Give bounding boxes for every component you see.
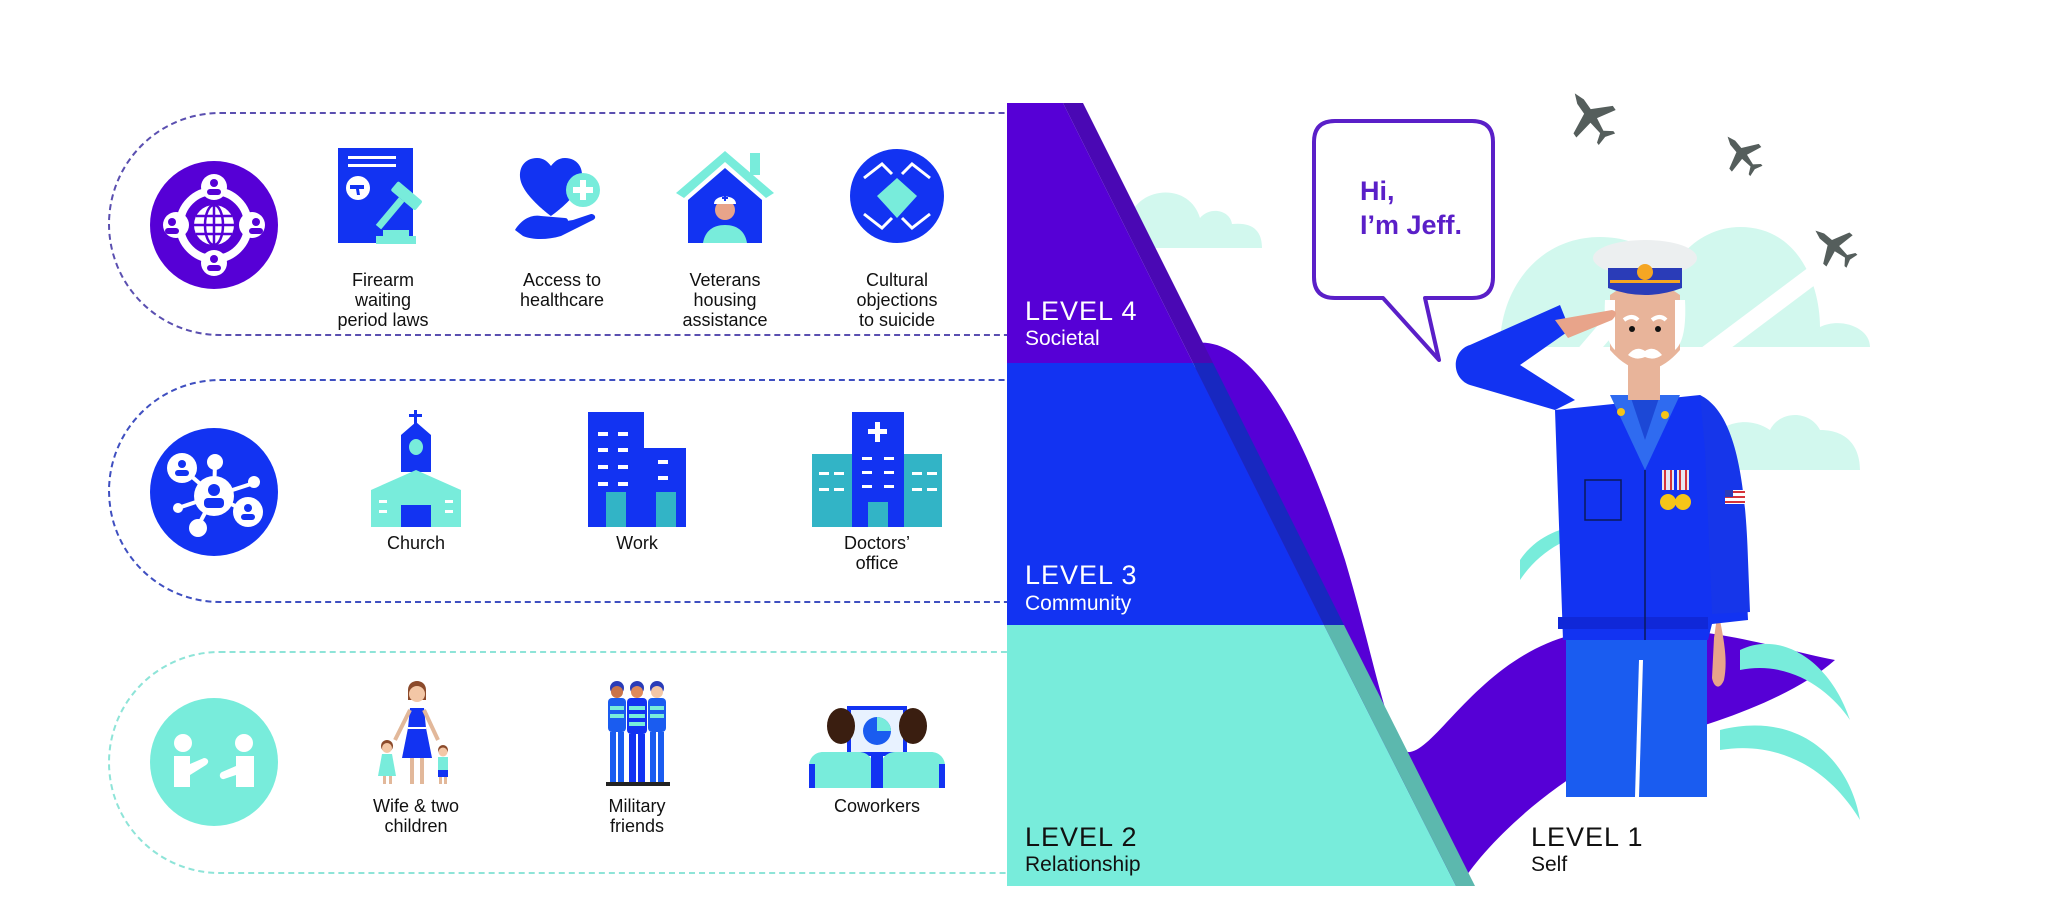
globe-network-icon	[150, 161, 278, 289]
level-1-name: Self	[1531, 853, 1568, 876]
row-item: Wife & two children	[331, 678, 501, 836]
community-row-frame	[108, 379, 1018, 603]
level-4-band	[1007, 103, 1193, 363]
level-3-stripe	[1193, 363, 1344, 625]
item-label: Church	[386, 533, 446, 553]
people-network-icon	[150, 428, 278, 556]
level-2-name: Relationship	[1025, 853, 1141, 876]
row-item: Work	[552, 410, 722, 553]
row-item: Church	[331, 410, 501, 553]
heart-hand-plus-icon	[507, 148, 617, 258]
gavel-document-icon	[328, 148, 438, 258]
level-3-name: Community	[1025, 592, 1132, 615]
item-label: Cultural objections to suicide	[856, 270, 938, 330]
level-4-name: Societal	[1025, 327, 1100, 350]
office-building-icon	[582, 410, 692, 527]
level-2-band	[1007, 625, 1456, 886]
row-item: Doctors’ office	[792, 410, 962, 573]
row-item: Coworkers	[792, 678, 962, 816]
item-label: Doctors’ office	[843, 533, 910, 573]
level-4-stripe	[1063, 103, 1213, 363]
speech-bubble-text: Hi, I’m Jeff.	[1360, 174, 1462, 242]
item-label: Coworkers	[833, 796, 921, 816]
relationship-row-frame	[108, 651, 1018, 874]
item-label: Wife & two children	[372, 796, 460, 836]
item-label: Firearm waiting period laws	[337, 270, 429, 330]
bubble-line-2: I’m Jeff.	[1360, 210, 1463, 240]
row-item: Access to healthcare	[477, 148, 647, 310]
item-label: Veterans housing assistance	[682, 270, 768, 330]
level-3-band	[1007, 363, 1324, 625]
row-item: Firearm waiting period laws	[298, 148, 468, 330]
bubble-line-1: Hi,	[1360, 176, 1395, 206]
church-icon	[361, 410, 471, 527]
coworkers-icon	[807, 678, 947, 788]
house-nurse-icon	[670, 148, 780, 258]
fighter-jet-icon	[1727, 136, 1763, 177]
fighter-jet-icon	[1573, 93, 1616, 146]
family-icon	[361, 678, 471, 788]
fighter-jet-icon	[1815, 230, 1858, 268]
speech-bubble	[1312, 119, 1495, 362]
jeff-veteran-figure	[1455, 240, 1750, 798]
level-1-title: LEVEL 1	[1531, 822, 1644, 852]
row-item: Military friends	[552, 678, 722, 836]
level-4-title: LEVEL 4	[1025, 296, 1138, 326]
societal-row-frame	[108, 112, 1018, 336]
item-label: Access to healthcare	[519, 270, 605, 310]
hospital-icon	[812, 410, 942, 527]
level-3-title: LEVEL 3	[1025, 560, 1138, 590]
level-2-stripe	[1324, 625, 1475, 886]
row-item: Veterans housing assistance	[640, 148, 810, 330]
row-item: Cultural objections to suicide	[812, 148, 982, 330]
soldiers-icon	[582, 678, 692, 788]
hands-heart-circle-icon	[842, 148, 952, 258]
two-people-handshake-icon	[150, 698, 278, 826]
level-2-title: LEVEL 2	[1025, 822, 1138, 852]
item-label: Work	[616, 533, 658, 553]
item-label: Military friends	[608, 796, 666, 836]
